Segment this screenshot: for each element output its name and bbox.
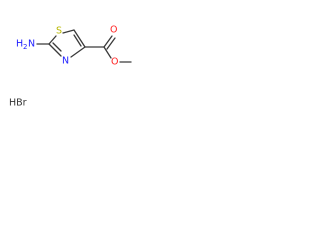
- sulfur-label: S: [56, 26, 62, 37]
- bond-s-c5: [62, 29, 75, 34]
- ring-nitrogen-label: N: [62, 56, 69, 67]
- amine-n-label: N: [28, 39, 35, 50]
- hbr-label: HBr: [9, 98, 27, 109]
- bond-c4-n3: [70, 46, 86, 58]
- bond-carbonyl-o: [103, 35, 113, 48]
- amine-h-label: H: [16, 39, 23, 50]
- amine-subscript: 2: [23, 43, 27, 51]
- bond-c5-c4: [73, 29, 86, 48]
- bond-c5-c4-inner: [73, 34, 82, 47]
- thiazole-ring: [48, 29, 86, 58]
- bond-c2-s: [48, 35, 57, 45]
- structure-diagram: S N H 2 N O O HBr: [9, 25, 132, 109]
- bond-carbonyl-oester: [103, 46, 112, 59]
- ester-group: [84, 35, 132, 63]
- ester-oxygen-label: O: [111, 57, 118, 68]
- bond-n3-c2: [48, 43, 62, 57]
- bond-n3-c2-inner: [52, 42, 62, 52]
- carbonyl-oxygen-label: O: [110, 25, 117, 36]
- bond-carbonyl-o-inner: [106, 37, 116, 50]
